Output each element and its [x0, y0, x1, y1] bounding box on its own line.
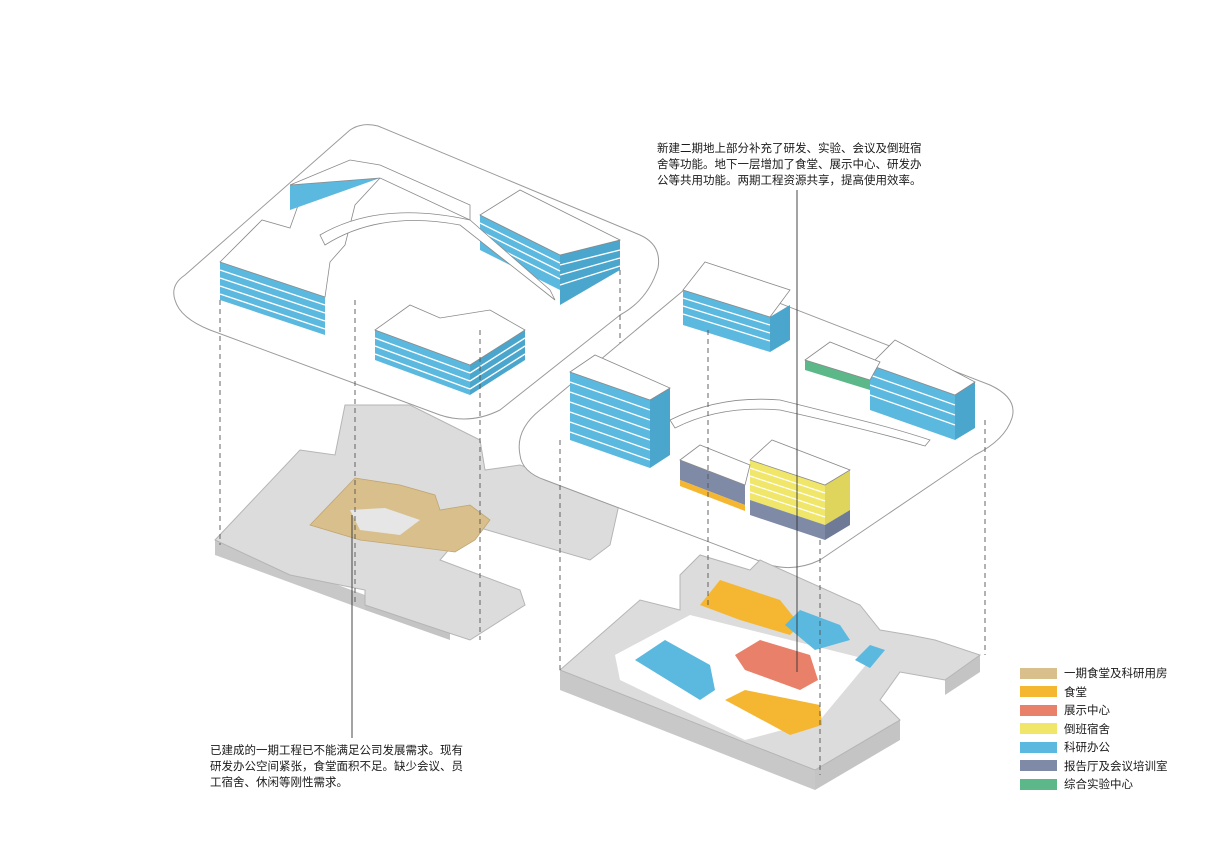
legend-label: 展示中心 [1064, 703, 1110, 718]
phase2-basement [559, 554, 982, 790]
legend-swatch [1020, 760, 1057, 772]
legend-item: 报告厅及会议培训室 [1020, 757, 1168, 776]
phase2-buildings [569, 261, 976, 540]
phase1-description-line: 已建成的一期工程已不能满足公司发展需求。现有 [210, 743, 463, 757]
phase1-basement [214, 404, 621, 641]
legend-label: 报告厅及会议培训室 [1064, 758, 1168, 773]
legend-item: 倒班宿舍 [1020, 720, 1168, 739]
phase1-description-line: 研发办公空间紧张，食堂面积不足。缺少会议、员 [210, 759, 463, 773]
phase2-description: 新建二期地上部分补充了研发、实验、会议及倒班宿 舍等功能。地下一层增加了食堂、展… [657, 140, 922, 188]
phase2-description-line: 公等共用功能。两期工程资源共享，提高使用效率。 [657, 173, 922, 187]
legend-label: 倒班宿舍 [1064, 721, 1110, 736]
phase2-projection-lines [559, 330, 986, 775]
legend-item: 综合实验中心 [1020, 775, 1168, 794]
legend-label: 综合实验中心 [1064, 777, 1133, 792]
legend-swatch [1020, 704, 1057, 716]
legend-item: 科研办公 [1020, 738, 1168, 757]
phase1-description-line: 工宿舍、休闲等刚性需求。 [210, 775, 348, 789]
phase1-buildings [219, 159, 622, 395]
legend-item: 一期食堂及科研用房 [1020, 664, 1168, 683]
legend-swatch [1020, 741, 1057, 753]
phase1-description: 已建成的一期工程已不能满足公司发展需求。现有 研发办公空间紧张，食堂面积不足。缺… [210, 742, 463, 790]
legend-swatch [1020, 723, 1057, 735]
legend-label: 一期食堂及科研用房 [1064, 666, 1168, 681]
legend-label: 食堂 [1064, 684, 1087, 699]
legend-swatch [1020, 667, 1057, 679]
legend-label: 科研办公 [1064, 740, 1110, 755]
legend-item: 展示中心 [1020, 701, 1168, 720]
phase2-description-line: 新建二期地上部分补充了研发、实验、会议及倒班宿 [657, 141, 922, 155]
legend-swatch [1020, 686, 1057, 698]
phase2-description-line: 舍等功能。地下一层增加了食堂、展示中心、研发办 [657, 157, 922, 171]
legend-swatch [1020, 778, 1057, 790]
legend-item: 食堂 [1020, 683, 1168, 702]
legend: 一期食堂及科研用房食堂展示中心倒班宿舍科研办公报告厅及会议培训室综合实验中心 [1020, 664, 1168, 794]
